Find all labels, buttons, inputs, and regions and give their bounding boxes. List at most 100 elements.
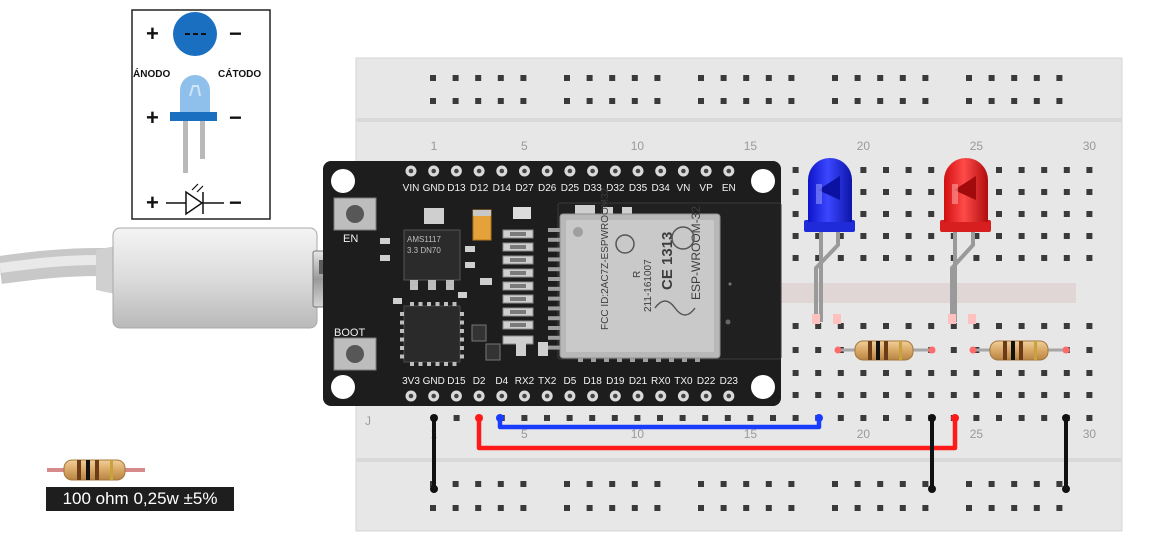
breadboard-hole bbox=[544, 415, 550, 421]
breadboard-hole bbox=[905, 392, 912, 398]
rail-hole bbox=[586, 98, 593, 104]
rail-hole bbox=[877, 98, 884, 104]
rail-hole bbox=[631, 481, 638, 487]
breadboard-hole bbox=[1018, 323, 1025, 329]
rail-hole bbox=[609, 505, 616, 511]
rail-hole bbox=[631, 505, 638, 511]
breadboard-hole bbox=[792, 211, 799, 217]
cathode-label: CÁTODO bbox=[218, 67, 261, 80]
pin-label: GND bbox=[423, 183, 445, 194]
rail-hole bbox=[452, 98, 459, 104]
module-name: ESP-WROOM-32 bbox=[689, 206, 703, 300]
breadboard-hole bbox=[860, 211, 867, 217]
rail-hole bbox=[720, 98, 727, 104]
breadboard-hole bbox=[1086, 323, 1093, 329]
breadboard-hole bbox=[837, 370, 844, 376]
breadboard-hole bbox=[792, 323, 799, 329]
red-wire bbox=[476, 418, 958, 451]
module-fcc-id: FCC ID:2AC7Z-ESPWROOM32 bbox=[600, 187, 611, 330]
pin-label: D26 bbox=[538, 183, 557, 194]
rail-hole bbox=[520, 481, 527, 487]
rail-hole bbox=[475, 481, 482, 487]
breadboard-hole bbox=[792, 255, 799, 261]
rail-hole bbox=[832, 481, 838, 487]
breadboard-hole bbox=[860, 233, 867, 239]
breadboard-hole bbox=[883, 323, 889, 329]
rail-hole bbox=[698, 98, 704, 104]
breadboard-hole bbox=[1063, 189, 1070, 195]
breadboard-hole bbox=[815, 233, 822, 239]
breadboard-hole bbox=[883, 370, 889, 376]
rail-hole bbox=[854, 75, 861, 81]
pin-label: VP bbox=[699, 183, 713, 194]
breadboard-hole bbox=[860, 167, 867, 173]
blue-led bbox=[804, 158, 855, 232]
column-number: 5 bbox=[521, 427, 528, 441]
breadboard-hole bbox=[973, 370, 980, 376]
rail-hole bbox=[966, 505, 972, 511]
breadboard-hole bbox=[1063, 370, 1070, 376]
rail-hole bbox=[1033, 75, 1040, 81]
rail-hole bbox=[497, 481, 504, 487]
breadboard-hole bbox=[1018, 392, 1025, 398]
usb-uart-chip bbox=[403, 305, 461, 363]
breadboard-hole bbox=[747, 415, 754, 421]
blue-wire bbox=[497, 418, 822, 430]
rail-hole bbox=[788, 481, 795, 487]
pin-label: D27 bbox=[515, 183, 534, 194]
breadboard-hole bbox=[973, 392, 980, 398]
rail-hole bbox=[788, 98, 795, 104]
breadboard-hole bbox=[1063, 211, 1070, 217]
breadboard-hole bbox=[815, 255, 822, 261]
rail-hole bbox=[1011, 481, 1018, 487]
breadboard-hole bbox=[905, 189, 912, 195]
rail-hole bbox=[631, 98, 638, 104]
resistor-2 bbox=[973, 340, 1066, 361]
breadboard-hole bbox=[860, 255, 867, 261]
rail-hole bbox=[922, 481, 929, 487]
breadboard-hole bbox=[589, 415, 596, 421]
rail-hole bbox=[877, 505, 884, 511]
rail-hole bbox=[698, 481, 704, 487]
breadboard-hole bbox=[1018, 189, 1025, 195]
rail-hole bbox=[854, 505, 861, 511]
rail-hole bbox=[765, 481, 772, 487]
breadboard-hole bbox=[905, 370, 912, 376]
breadboard-hole bbox=[883, 415, 889, 421]
rail-hole bbox=[788, 505, 795, 511]
ce-mark: CE 1313 bbox=[659, 232, 676, 290]
rail-hole bbox=[765, 98, 772, 104]
breadboard-hole bbox=[883, 211, 889, 217]
breadboard-hole bbox=[1086, 211, 1093, 217]
rail-hole bbox=[475, 505, 482, 511]
led-legend: + − ÁNODO CÁTODO + − + − bbox=[131, 9, 271, 220]
breadboard-hole bbox=[996, 392, 1002, 398]
column-number: 10 bbox=[631, 427, 645, 441]
rail-hole bbox=[520, 98, 527, 104]
rail-hole bbox=[765, 75, 772, 81]
breadboard-hole bbox=[792, 167, 799, 173]
breadboard-hole bbox=[928, 255, 935, 261]
breadboard-hole bbox=[1063, 255, 1070, 261]
anode-label: ÁNODO bbox=[133, 67, 170, 80]
rail-hole bbox=[988, 75, 995, 81]
breadboard-hole bbox=[905, 323, 912, 329]
breadboard-hole bbox=[1018, 255, 1025, 261]
breadboard-hole bbox=[1063, 167, 1070, 173]
pin-label: D22 bbox=[697, 376, 716, 387]
mount-hole bbox=[751, 169, 775, 193]
breadboard-hole bbox=[860, 189, 867, 195]
mount-hole bbox=[331, 169, 355, 193]
breadboard-hole bbox=[1018, 370, 1025, 376]
rail-hole bbox=[564, 75, 570, 81]
regulator-label-1: AMS1117 bbox=[407, 235, 441, 244]
pin-label: D2 bbox=[473, 376, 486, 387]
rail-hole bbox=[743, 75, 750, 81]
column-number: 15 bbox=[744, 427, 758, 441]
top-pin-header bbox=[405, 165, 735, 177]
breadboard-hole bbox=[973, 323, 980, 329]
breadboard-hole bbox=[883, 167, 889, 173]
breadboard-hole bbox=[1018, 233, 1025, 239]
rail-hole bbox=[586, 75, 593, 81]
rail-hole bbox=[654, 75, 661, 81]
